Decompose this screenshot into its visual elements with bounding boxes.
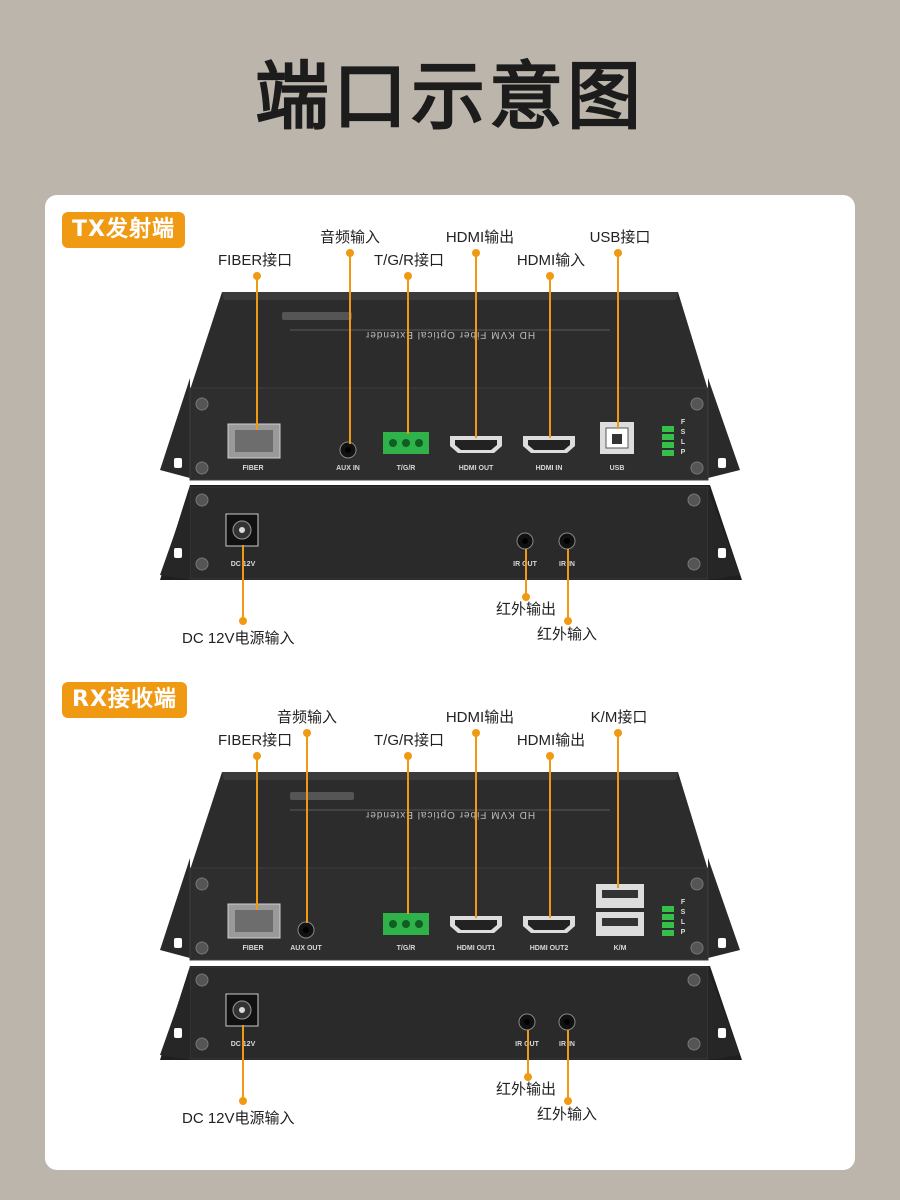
rx-brand-text: HD KVM Fiber Optical Extender [365,809,535,820]
tx-leader-dc [242,545,244,621]
rx-callout-audio: 音频输入 [276,709,338,726]
svg-text:S: S [681,909,686,916]
rx-tgr-port-label: T/G/R [397,945,416,952]
tx-leader-dot [522,593,530,601]
rx-leader-dot [546,752,554,760]
tx-leader-audio [349,253,351,444]
rx-section-tag: RX接收端 [62,682,187,718]
tx-leader-usb [617,253,619,429]
rx-fiber-port-label: FIBER [243,945,264,952]
rx-leader-dot [303,729,311,737]
tx-leader-dot [546,272,554,280]
tx-leader-fiber [256,276,258,430]
tx-leader-hdmi-out [475,253,477,438]
rx-callout-fiber: FIBER接口 [218,732,293,749]
tx-hdmi1-port-label: HDMI OUT [459,465,494,472]
rx-callout-tgr: T/G/R接口 [374,732,444,749]
rx-hdmi1-port-label: HDMI OUT1 [457,945,496,952]
rx-hdmi2-port-label: HDMI OUT2 [530,945,569,952]
rx-device-illustration: HD KVM Fiber Optical Extender FIBER AUX … [160,772,742,1060]
rx-leader-tgr [407,756,409,914]
rx-callout-hdmi-out1: HDMI输出 [445,709,515,726]
tx-leader-dot [239,617,247,625]
svg-text:F: F [681,419,686,426]
rx-callout-hdmi-out2: HDMI输出 [516,732,586,749]
rx-leader-hdmi-out1 [475,733,477,918]
page-title: 端口示意图 [255,54,645,140]
tx-callout-usb: USB接口 [589,229,651,246]
tx-tgr-port-label: T/G/R [397,465,416,472]
svg-text:F: F [681,899,686,906]
tx-callout-tgr: T/G/R接口 [374,252,444,269]
rx-callout-ir-in: 红外输入 [537,1106,598,1123]
tx-leader-dot [253,272,261,280]
rx-callout-km: K/M接口 [590,709,648,726]
tx-brand-text: HD KVM Fiber Optical Extender [365,329,535,340]
tx-aux-port-label: AUX IN [336,465,360,472]
rx-leader-dot [564,1097,572,1105]
tx-leader-ir-out [525,549,527,597]
svg-text:L: L [681,919,686,926]
tx-leader-tgr [407,276,409,434]
rx-leader-dot [472,729,480,737]
tx-callout-ir-out: 红外输出 [496,601,557,618]
tx-callout-hdmi-in: HDMI输入 [516,252,586,269]
rx-leader-dot [524,1073,532,1081]
rx-leader-dot [404,752,412,760]
rx-leader-fiber [256,756,258,910]
rx-leader-audio [306,733,308,923]
svg-text:P: P [681,929,686,936]
rx-leader-km [617,733,619,888]
tx-section-tag: TX发射端 [62,212,185,248]
tx-callout-audio: 音频输入 [319,229,381,246]
rx-leader-hdmi-out2 [549,756,551,918]
rx-leader-dot [239,1097,247,1105]
rx-callout-dc: DC 12V电源输入 [182,1110,295,1127]
tx-callout-fiber: FIBER接口 [218,252,293,269]
rx-leader-ir-out [527,1030,529,1077]
tx-leader-dot [614,249,622,257]
rx-callout-ir-out: 红外输出 [496,1081,557,1098]
tx-callout-ir-in: 红外输入 [537,626,598,643]
svg-text:L: L [681,439,686,446]
svg-text:P: P [681,449,686,456]
svg-text:S: S [681,429,686,436]
rx-leader-dot [614,729,622,737]
tx-leader-dot [472,249,480,257]
tx-hdmi2-port-label: HDMI IN [536,465,563,472]
rx-leader-ir-in [567,1030,569,1101]
rx-km-port-label: K/M [614,945,627,952]
rx-leader-dot [253,752,261,760]
rx-aux-port-label: AUX OUT [290,945,322,952]
tx-usb-port-label: USB [610,465,625,472]
tx-callout-hdmi-out: HDMI输出 [445,229,515,246]
tx-leader-dot [404,272,412,280]
tx-leader-hdmi-in [549,276,551,438]
tx-leader-ir-in [567,549,569,621]
tx-callout-dc: DC 12V电源输入 [182,630,295,647]
tx-leader-dot [346,249,354,257]
tx-leader-dot [564,617,572,625]
tx-fiber-port-label: FIBER [243,465,264,472]
rx-leader-dc [242,1025,244,1101]
tx-device-illustration: HD KVM Fiber Optical Extender FIBER AUX … [160,292,742,580]
